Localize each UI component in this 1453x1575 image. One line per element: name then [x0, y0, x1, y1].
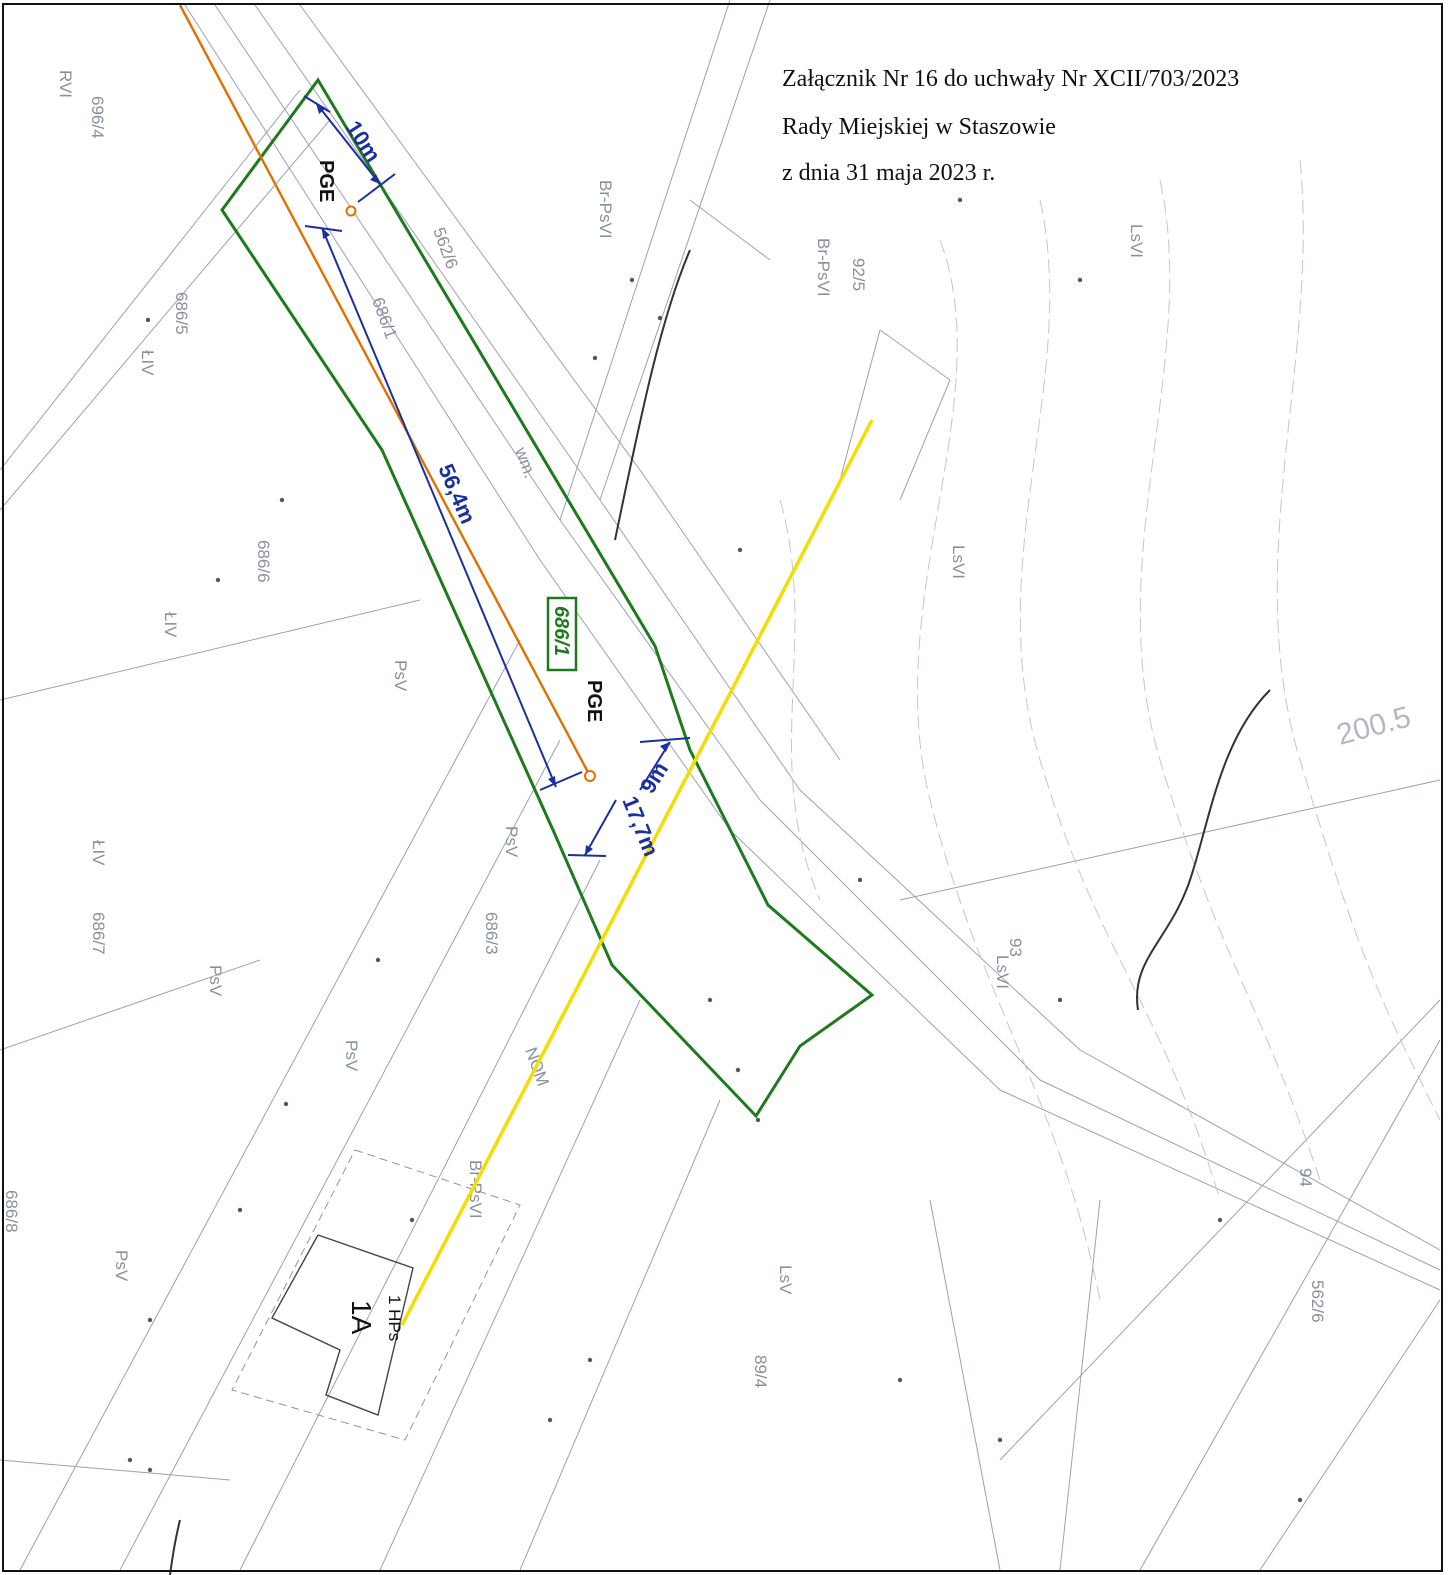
pge-label-mid: PGE: [583, 680, 605, 722]
dimension-17m: 17,7m: [617, 793, 664, 860]
base-label-lsvi-3: LsVI: [993, 955, 1012, 989]
base-label-686-8: 686/8: [2, 1190, 21, 1233]
pole-marker-mid: [584, 770, 596, 782]
base-label-rvi: RVI: [56, 70, 75, 98]
annex-title-line1: Załącznik Nr 16 do uchwały Nr XCII/703/2…: [782, 66, 1240, 92]
base-label-94: 94: [1296, 1168, 1315, 1187]
pge-label-top: PGE: [315, 160, 337, 202]
base-label-562-6b: 562/6: [429, 225, 461, 271]
base-label-psv-1: PsV: [391, 660, 410, 692]
base-label-lsvi-1: LsVI: [1127, 224, 1146, 258]
dimension-lines: [303, 95, 691, 857]
base-label-psv-2: PsV: [502, 826, 521, 858]
dimension-arrowheads: [316, 103, 670, 855]
base-label-686-7: 686/7: [89, 912, 108, 955]
base-label-liv-1: ŁIV: [138, 350, 157, 376]
base-label-lsv: LsV: [776, 1265, 795, 1295]
pole-marker-top: [345, 205, 357, 217]
base-label-lsvi-2: LsVI: [949, 545, 968, 579]
yellow-line: [400, 419, 874, 1326]
base-label-696-4: 696/4: [88, 96, 107, 139]
base-label-686-6: 686/6: [254, 540, 273, 583]
base-label-psv-4: PsV: [342, 1040, 361, 1072]
base-label-89-4: 89/4: [751, 1355, 770, 1388]
power-line: [178, 4, 592, 777]
base-label-liv-2: ŁIV: [161, 612, 180, 638]
base-label-562-6: 562/6: [1308, 1280, 1327, 1323]
base-label-psv-5: PsV: [112, 1250, 131, 1282]
base-label-686-1-tilt: 686/1: [368, 295, 400, 341]
base-label-686-3: 686/3: [482, 912, 501, 955]
base-label-92-5: 92/5: [849, 258, 868, 291]
building-outline: [271, 1234, 414, 1416]
station-label-small: 1 HPs: [385, 1295, 404, 1341]
project-boundary: [220, 77, 875, 1119]
base-label-psv-3: PsV: [206, 965, 225, 997]
annex-title-line2: Rady Miejskiej w Staszowie: [782, 114, 1056, 140]
annex-title-line3: z dnia 31 maja 2023 r.: [782, 160, 996, 186]
base-label-contour-200-5: 200.5: [1333, 700, 1414, 751]
base-label-liv-3: ŁIV: [89, 840, 108, 866]
base-label-brpsvi-1: Br-PsVI: [596, 180, 615, 239]
parcel-number-box: 686/1: [546, 596, 578, 672]
base-label-brpsvi-3: Br-PsVI: [814, 238, 833, 297]
parcel-number-label: 686/1: [550, 606, 572, 656]
plot-outline: [231, 1149, 521, 1441]
base-label-686-5: 686/5: [172, 292, 191, 335]
base-label-wm: wm.: [511, 444, 540, 481]
terrain-edges: [169, 249, 1271, 1575]
contour-lines: [779, 159, 1441, 1301]
station-label-large: 1A: [346, 1300, 377, 1335]
base-label-93: 93: [1006, 938, 1025, 957]
survey-points: [127, 197, 1303, 1503]
